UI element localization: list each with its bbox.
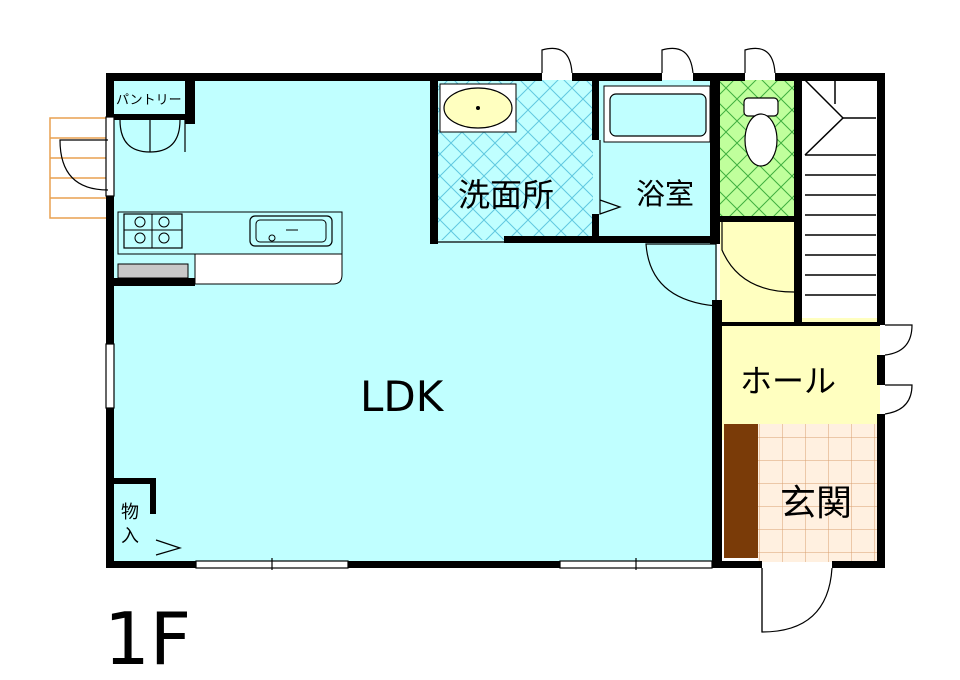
bathtub-icon bbox=[603, 85, 711, 143]
entrance-floor bbox=[758, 424, 878, 562]
windows bbox=[105, 116, 713, 570]
sink-icon bbox=[249, 215, 333, 247]
entrance-label: 玄関 bbox=[780, 483, 852, 524]
washroom-label: 洗面所 bbox=[458, 176, 554, 214]
doors bbox=[59, 47, 913, 633]
staircase bbox=[804, 79, 876, 296]
walls bbox=[106, 73, 885, 568]
deck bbox=[49, 117, 109, 219]
stove-icon bbox=[123, 213, 183, 249]
floor-label: 1F bbox=[104, 597, 191, 680]
hall-label: ホール bbox=[740, 362, 836, 400]
toilet-icon bbox=[743, 97, 779, 167]
ldk-label: LDK bbox=[360, 372, 445, 421]
bathroom-label: 浴室 bbox=[636, 177, 694, 211]
shoe-cabinet bbox=[724, 424, 758, 558]
washbasin-icon bbox=[439, 83, 517, 133]
storage-label-2: 入 bbox=[121, 526, 139, 547]
pantry-label: パントリー bbox=[116, 93, 182, 108]
stair-area bbox=[800, 80, 878, 318]
storage-label-1: 物 bbox=[121, 502, 139, 523]
